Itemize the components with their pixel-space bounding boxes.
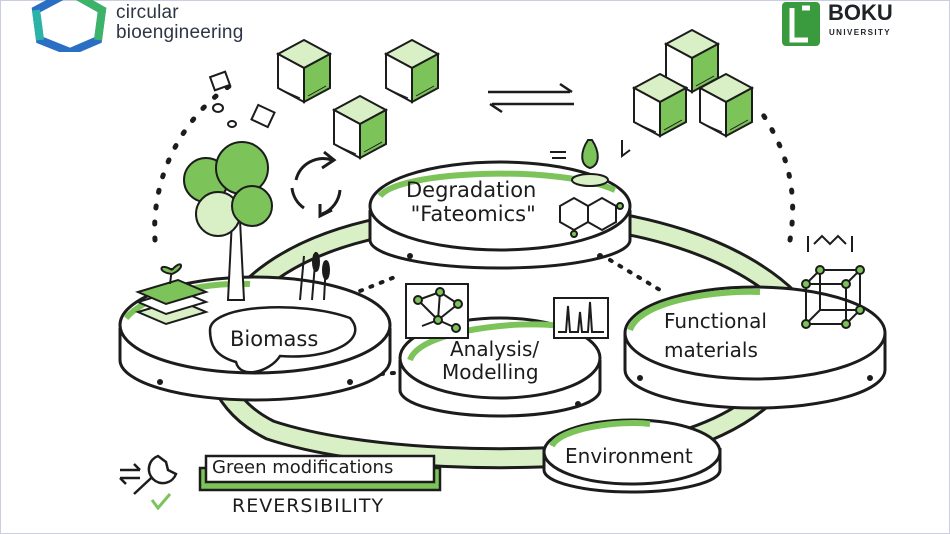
green-modifications-banner [198,454,442,492]
burner-drop-icon [550,139,631,187]
wrench-icon [119,454,178,511]
tree-icon [183,141,273,301]
cube-icon [633,73,687,137]
reversibility-label: REVERSIBILITY [232,495,385,517]
cube-icon [385,39,439,103]
cube-icon [333,95,387,159]
hexagon-icon [31,0,107,52]
degradation-label-line1: Degradation [406,178,537,202]
cube-icon [277,39,331,103]
analysis-label-line1: Analysis/ [450,337,540,361]
boku-university-logo: BOKU UNIVERSITY [780,0,910,50]
degradation-label: Degradation "Fateomics" [406,178,536,226]
degradation-label-line2: "Fateomics" [410,202,536,227]
functional-materials-line1: Functional [664,309,767,333]
equilibrium-arrows-icon [488,82,574,114]
dotted-arc-right [757,107,796,243]
network-panel-icon [405,283,469,339]
degradation-disc [368,160,632,270]
cube-icon [699,73,753,137]
dotted-link-2 [608,258,662,292]
circular-bioengineering-logo: circular bioengineering [30,0,280,52]
lattice-cube-icon [801,234,865,329]
logo-text-line1: circular [116,2,179,23]
functional-materials-label: Functional materials [664,310,767,362]
boku-mark-icon [782,2,820,46]
analysis-label-line2: Modelling [442,360,539,384]
logo-text-line2: bioengineering [116,22,244,43]
boku-subtitle: UNIVERSITY [829,28,892,37]
green-modifications-label: Green modifications [212,457,394,478]
analysis-label: Analysis/ Modelling [442,338,539,384]
environment-disc [542,418,722,494]
functional-materials-line2: materials [664,338,758,362]
reeds-icon [299,251,330,301]
spectrum-panel-icon [553,297,609,339]
environment-label: Environment [565,444,693,468]
boku-name: BOKU [828,0,893,25]
biomass-label: Biomass [230,327,319,351]
recycle-arrows-icon [290,150,342,219]
dotted-link-1 [348,273,402,297]
layered-sheets-icon [135,263,209,326]
molecule-icon [559,196,624,238]
